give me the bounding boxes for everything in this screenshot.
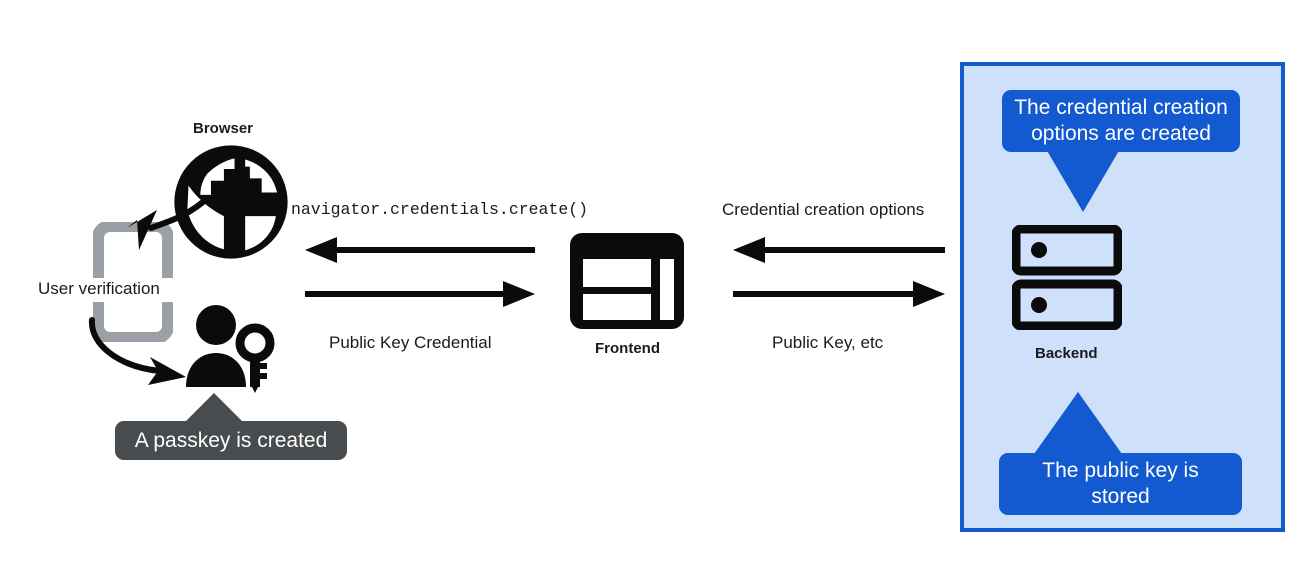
label-public-key-credential: Public Key Credential: [329, 333, 492, 352]
user-with-key-icon: [184, 303, 280, 393]
arrow-frontend-to-backend-bottom: [733, 280, 945, 308]
callout-passkey-created-text: A passkey is created: [134, 428, 328, 452]
passkey-callout-tail: [186, 393, 242, 421]
callout-credential-options-text: The credential creation options are crea…: [1014, 96, 1228, 145]
backend-label: Backend: [1035, 345, 1098, 362]
callout-public-key-stored-text: The public key is stored: [1042, 459, 1199, 508]
label-public-key-etc: Public Key, etc: [772, 333, 884, 352]
callout-tail-up: [1034, 392, 1122, 454]
globe-icon: [172, 143, 290, 261]
callout-public-key-stored: The public key is stored: [999, 453, 1242, 515]
server-rack-icon: [1012, 225, 1122, 330]
user-verification-text-backdrop: [34, 278, 186, 302]
arrow-browser-to-frontend-bottom: [305, 280, 535, 308]
callout-passkey-created: A passkey is created: [115, 421, 347, 460]
arrow-browser-to-phone: [95, 180, 225, 270]
user-verification-label: User verification: [38, 279, 160, 298]
arrow-phone-to-user: [82, 315, 207, 395]
frontend-label: Frontend: [595, 340, 660, 357]
arrow-frontend-to-browser-top: [305, 236, 535, 264]
label-navigator-credentials-create: navigator.credentials.create(): [291, 200, 589, 219]
callout-credential-options: The credential creation options are crea…: [1002, 90, 1240, 152]
label-credential-creation-options: Credential creation options: [722, 200, 925, 219]
callout-tail-down: [1046, 149, 1120, 212]
dashboard-window-icon: [568, 231, 686, 331]
browser-label: Browser: [193, 120, 254, 137]
arrow-backend-to-frontend-top: [733, 236, 945, 264]
